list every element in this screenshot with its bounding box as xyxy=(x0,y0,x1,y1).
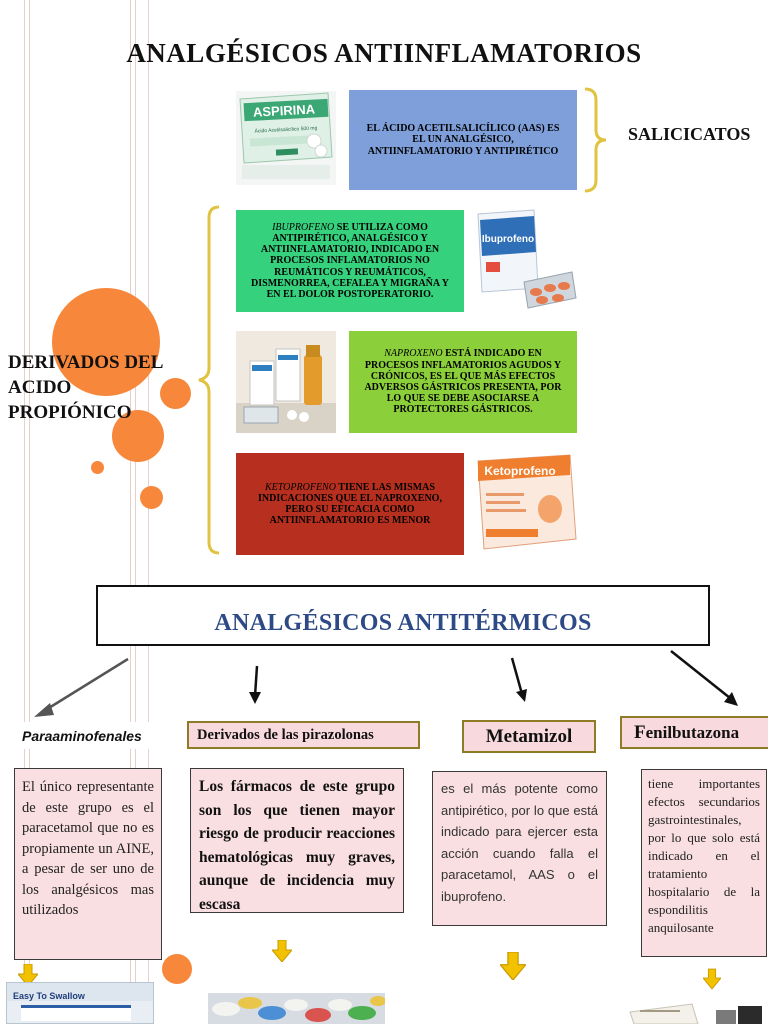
bg-stripe xyxy=(135,0,136,1024)
ibuprofeno-product-name: Ibuprofeno xyxy=(482,234,534,245)
paraaminofenales-label: Paraaminofenales xyxy=(22,727,142,744)
ibuprofeno-name: IBUPROFENO xyxy=(272,221,335,233)
paraaminofenales-desc: El único representante de este grupo es … xyxy=(22,779,154,918)
salicilatos-label: SALICICATOS xyxy=(628,124,751,144)
down-arrow-icon xyxy=(500,952,526,980)
paracetamol-product-image: Easy To Swallow xyxy=(6,982,154,1024)
bg-stripe xyxy=(24,0,25,1024)
aspirina-product-image: ASPIRINA Ácido Acetilsalicílico 500 mg xyxy=(236,91,336,185)
deco-circle xyxy=(91,461,104,474)
ketoprofeno-name: KETOPROFENO xyxy=(265,481,336,493)
arrow-pirazolonas xyxy=(249,665,261,704)
pirazolonas-label: Derivados de las pirazolonas xyxy=(197,726,374,743)
ketoprofeno-box: KETOPROFENO TIENE LAS MISMAS INDICACIONE… xyxy=(236,453,464,555)
bg-stripe xyxy=(148,0,149,1024)
salicilatos-bracket xyxy=(584,87,607,193)
fenilbutazona-label-rest: enilbutazona xyxy=(645,722,740,742)
naproxeno-text: ESTÁ INDICADO EN PROCESOS INFLAMATORIOS … xyxy=(364,348,562,416)
bg-stripe xyxy=(130,0,131,1024)
bg-stripe xyxy=(29,0,30,1024)
fenilbutazona-label-first: F xyxy=(634,721,646,743)
aspirina-product-sub: Ácido Acetilsalicílico 500 mg xyxy=(254,124,317,134)
deco-circle xyxy=(52,288,160,396)
naproxeno-name: NAPROXENO xyxy=(384,348,443,360)
fenilbutazona-desc: tiene importantes efectos secundarios ga… xyxy=(648,776,760,935)
fenilbutazona-product-image xyxy=(624,1002,768,1024)
fenilbutazona-label-box: Fenilbutazona xyxy=(620,716,768,749)
propionico-label: DERIVADOS DEL ACIDO PROPIÓNICO xyxy=(8,350,163,425)
paraaminofenales-desc-box: El único representante de este grupo es … xyxy=(14,768,162,960)
down-arrow-icon xyxy=(18,964,38,986)
deco-circle xyxy=(140,486,163,509)
ibuprofeno-product-image: Ibuprofeno xyxy=(472,206,578,310)
ibuprofeno-text: SE UTILIZA COMO ANTIPIRÉTICO, ANALGÉSICO… xyxy=(251,221,449,300)
pirazolonas-desc: Los fármacos de este grupo son los que t… xyxy=(199,778,395,913)
paraaminofenales-label-box: Paraaminofenales xyxy=(14,722,174,749)
arrow-fenilbutazona xyxy=(670,650,738,706)
pills-image xyxy=(208,993,385,1024)
antitermicos-frame xyxy=(96,585,710,646)
propionico-bracket xyxy=(198,205,220,555)
metamizol-label: Metamizol xyxy=(485,725,573,747)
deco-circle xyxy=(112,410,164,462)
ketoprofeno-product-name: Ketoprofeno xyxy=(484,464,555,478)
metamizol-desc: es el más potente como antipirético, por… xyxy=(441,781,598,904)
metamizol-desc-box: es el más potente como antipirético, por… xyxy=(432,771,607,926)
pirazolonas-desc-box: Los fármacos de este grupo son los que t… xyxy=(190,768,404,913)
down-arrow-icon xyxy=(272,940,292,962)
easy-to-swallow-text: Easy To Swallow xyxy=(13,991,85,1001)
ketoprofeno-text: TIENE LAS MISMAS INDICACIONES QUE EL NAP… xyxy=(258,481,442,527)
arrow-metamizol xyxy=(510,657,527,702)
arrow-paraaminofenales xyxy=(34,657,129,717)
salicilatos-text: EL ÁCIDO ACETILSALICÍLICO (AAS) ES EL UN… xyxy=(366,123,560,157)
deco-circle xyxy=(160,378,191,409)
page-title: ANALGÉSICOS ANTIINFLAMATORIOS xyxy=(126,38,642,68)
down-arrow-icon xyxy=(703,968,721,990)
ibuprofeno-box: IBUPROFENO SE UTILIZA COMO ANTIPIRÉTICO,… xyxy=(236,210,464,312)
ketoprofeno-product-image: Ketoprofeno xyxy=(472,451,578,555)
propionico-label-line: DERIVADOS DEL xyxy=(8,352,164,373)
naproxeno-box: NAPROXENO ESTÁ INDICADO EN PROCESOS INFL… xyxy=(349,331,577,433)
fenilbutazona-desc-box: tiene importantes efectos secundarios ga… xyxy=(641,769,767,957)
propionico-label-line: PROPIÓNICO xyxy=(8,402,132,423)
deco-circle xyxy=(162,954,192,984)
naproxeno-product-image xyxy=(236,331,336,433)
salicilatos-box: EL ÁCIDO ACETILSALICÍLICO (AAS) ES EL UN… xyxy=(349,90,577,190)
aspirina-product-name: ASPIRINA xyxy=(253,101,316,119)
pirazolonas-label-box: Derivados de las pirazolonas xyxy=(187,721,420,749)
antitermicos-title: ANALGÉSICOS ANTITÉRMICOS xyxy=(214,610,592,636)
propionico-label-line: ACIDO xyxy=(8,377,72,398)
metamizol-label-box: Metamizol xyxy=(462,720,596,753)
